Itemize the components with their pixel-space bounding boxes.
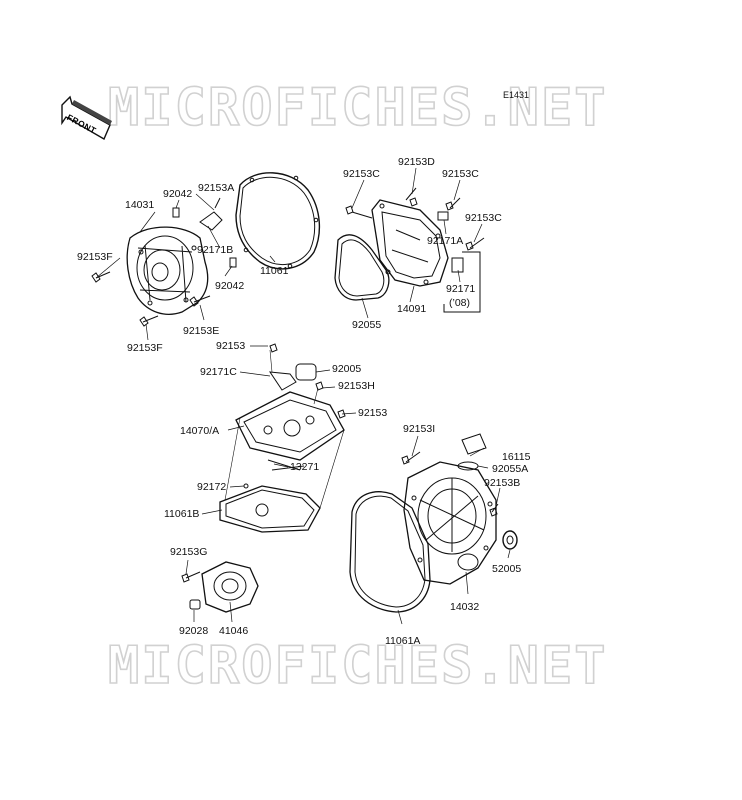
- part-92055-gasket: [334, 234, 390, 301]
- part-41046-housing: [201, 561, 259, 613]
- callout-year-2008: (’08): [449, 297, 471, 309]
- callout-92171C: 92171C: [200, 366, 237, 378]
- part-11061-gasket: [235, 172, 321, 270]
- callout-11061A: 11061A: [385, 635, 421, 647]
- callout-92153G: 92153G: [170, 546, 208, 558]
- callout-92153: 92153: [216, 340, 246, 352]
- construction-lines-middle: [224, 349, 345, 509]
- callout-16115: 16115: [502, 451, 531, 463]
- callout-13271: 13271: [290, 461, 320, 473]
- front-arrow-icon: [61, 95, 112, 141]
- part-92153-bolts-right: [401, 451, 499, 517]
- watermark-bottom: MICROFICHES.NET: [107, 635, 608, 697]
- callout-92042: 92042: [163, 188, 193, 200]
- callout-92172: 92172: [197, 481, 227, 493]
- callout-11061B: 11061B: [164, 508, 200, 520]
- part-52005-seal: [502, 530, 518, 550]
- callout-92153I: 92153I: [403, 423, 436, 435]
- diagram-code: E1431: [503, 90, 530, 100]
- callout-14031: 14031: [125, 199, 155, 211]
- callout-92153: 92153: [358, 407, 388, 419]
- callout-92005: 92005: [332, 363, 362, 375]
- part-14031-cover: [126, 226, 209, 315]
- callout-92055: 92055: [352, 319, 382, 331]
- callout-92153B: 92153B: [484, 477, 521, 489]
- part-11061A-gasket: [349, 491, 431, 613]
- part-92171A-clip: [437, 211, 464, 273]
- part-92028-plug: [189, 599, 201, 610]
- callout-92153C: 92153C: [343, 168, 380, 180]
- part-92153-bolts-top-middle: [345, 187, 485, 251]
- callout-92153C: 92153C: [465, 212, 502, 224]
- callout-14032: 14032: [450, 601, 480, 613]
- leader-lines: [95, 167, 511, 625]
- part-16115-plug: [457, 433, 487, 471]
- callout-92171: 92171: [446, 283, 476, 295]
- callout-52005: 52005: [492, 563, 522, 575]
- part-92171B-clamp: [199, 197, 223, 231]
- callout-92153F: 92153F: [77, 251, 113, 263]
- callout-92153H: 92153H: [338, 380, 375, 392]
- callout-11061: 11061: [260, 265, 289, 277]
- callout-92153D: 92153D: [398, 156, 435, 168]
- callout-92028: 92028: [179, 625, 209, 637]
- callout-92153F: 92153F: [127, 342, 163, 354]
- part-11061B-gasket: [219, 485, 321, 533]
- callout-14070A: 14070/A: [180, 425, 220, 437]
- callout-41046: 41046: [219, 625, 249, 637]
- part-92153-bolts-left: [91, 271, 211, 327]
- part-14091-cover: [371, 199, 449, 287]
- callout-14091: 14091: [397, 303, 427, 315]
- callout-92171B: 92171B: [197, 244, 234, 256]
- callout-92171A: 92171A: [427, 235, 464, 247]
- callout-92153C: 92153C: [442, 168, 479, 180]
- part-92153G-bolt: [181, 571, 201, 583]
- part-14032-clutch-cover: [403, 461, 497, 585]
- callout-92055A: 92055A: [492, 463, 529, 475]
- callout-92042: 92042: [215, 280, 245, 292]
- watermark-top: MICROFICHES.NET: [107, 77, 608, 139]
- part-14070A-cover: [235, 363, 345, 471]
- bracket-2008-variant: [443, 251, 481, 313]
- callout-92153E: 92153E: [183, 325, 220, 337]
- callout-92153A: 92153A: [198, 182, 235, 194]
